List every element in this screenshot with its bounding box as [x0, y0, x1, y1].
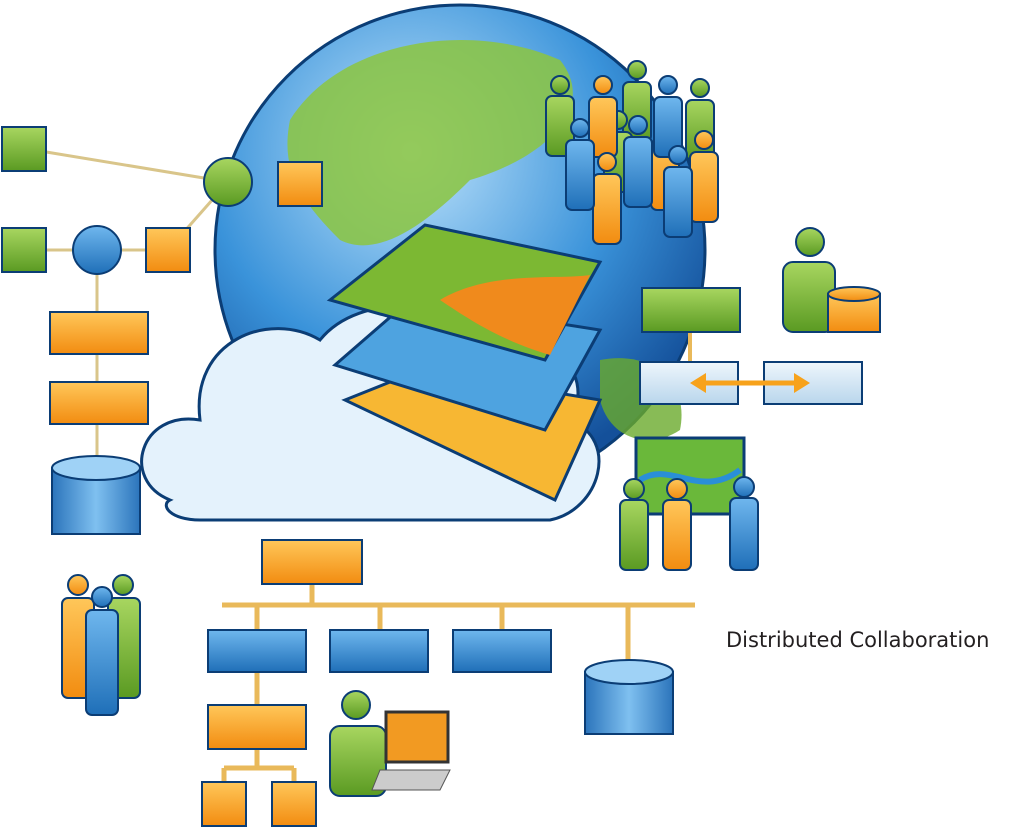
database-icon	[584, 659, 674, 735]
diagram-caption: Distributed Collaboration	[726, 628, 990, 652]
sync-arrow-icon	[690, 373, 810, 393]
computer-monitor-icon	[371, 710, 451, 791]
people-icons	[61, 60, 881, 797]
database-icon	[51, 455, 141, 535]
map-layers	[326, 223, 603, 503]
